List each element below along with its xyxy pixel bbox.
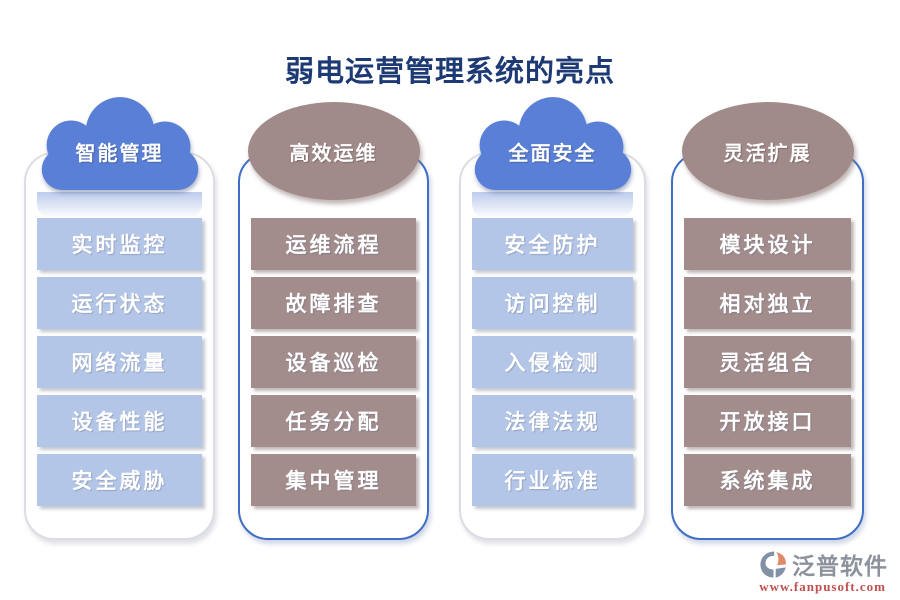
item-list: 模块设计 相对独立 灵活组合 开放接口 系统集成	[684, 218, 851, 513]
page-title: 弱电运营管理系统的亮点	[284, 56, 615, 88]
list-item: 运行状态	[37, 277, 202, 329]
list-item: 设备巡检	[251, 336, 416, 388]
list-item: 任务分配	[251, 395, 416, 447]
list-item: 行业标准	[472, 454, 633, 506]
brand-footer: 泛普软件 www.fanpusoft.com	[759, 547, 888, 595]
column-header-label: 灵活扩展	[723, 142, 812, 165]
cloud-reflection	[37, 192, 202, 218]
column-header-label: 智能管理	[75, 143, 164, 165]
list-item: 网络流量	[37, 336, 202, 388]
cloud-icon	[41, 97, 198, 190]
column-flexible-expansion: 灵活扩展 模块设计 相对独立 灵活组合 开放接口 系统集成	[671, 95, 864, 545]
list-item: 开放接口	[684, 395, 851, 447]
cloud-reflection	[472, 192, 633, 218]
column-comprehensive-security: 全面安全 安全防护 访问控制 入侵检测 法律法规 行业标准	[459, 95, 646, 545]
list-item: 集中管理	[251, 454, 416, 506]
item-list: 实时监控 运行状态 网络流量 设备性能 安全威胁	[37, 218, 202, 513]
column-smart-management: 智能管理 实时监控 运行状态 网络流量 设备性能 安全威胁	[24, 95, 215, 545]
list-item: 运维流程	[251, 218, 416, 270]
item-list: 安全防护 访问控制 入侵检测 法律法规 行业标准	[472, 218, 633, 513]
item-list: 运维流程 故障排查 设备巡检 任务分配 集中管理	[251, 218, 416, 513]
column-header-ellipse: 高效运维	[247, 102, 420, 200]
list-item: 安全威胁	[37, 454, 202, 506]
cloud-icon	[474, 97, 631, 190]
list-item: 系统集成	[684, 454, 851, 506]
list-item: 设备性能	[37, 395, 202, 447]
list-item: 故障排查	[251, 277, 416, 329]
column-header-cloud: 智能管理	[32, 95, 208, 195]
list-item: 模块设计	[684, 218, 851, 270]
list-item: 入侵检测	[472, 336, 633, 388]
list-item: 相对独立	[684, 277, 851, 329]
list-item: 实时监控	[37, 218, 202, 270]
brand-url: www.fanpusoft.com	[759, 579, 886, 594]
column-header-label: 高效运维	[289, 142, 378, 165]
brand-name: 泛普软件	[792, 554, 888, 579]
list-item: 访问控制	[472, 277, 633, 329]
column-header-ellipse: 灵活扩展	[681, 102, 854, 200]
column-header-label: 全面安全	[508, 143, 597, 165]
list-item: 安全防护	[472, 218, 633, 270]
list-item: 法律法规	[472, 395, 633, 447]
fanpu-logo-icon	[760, 550, 786, 578]
list-item: 灵活组合	[684, 336, 851, 388]
column-header-cloud: 全面安全	[465, 95, 641, 195]
column-efficient-operations: 高效运维 运维流程 故障排查 设备巡检 任务分配 集中管理	[238, 95, 429, 545]
